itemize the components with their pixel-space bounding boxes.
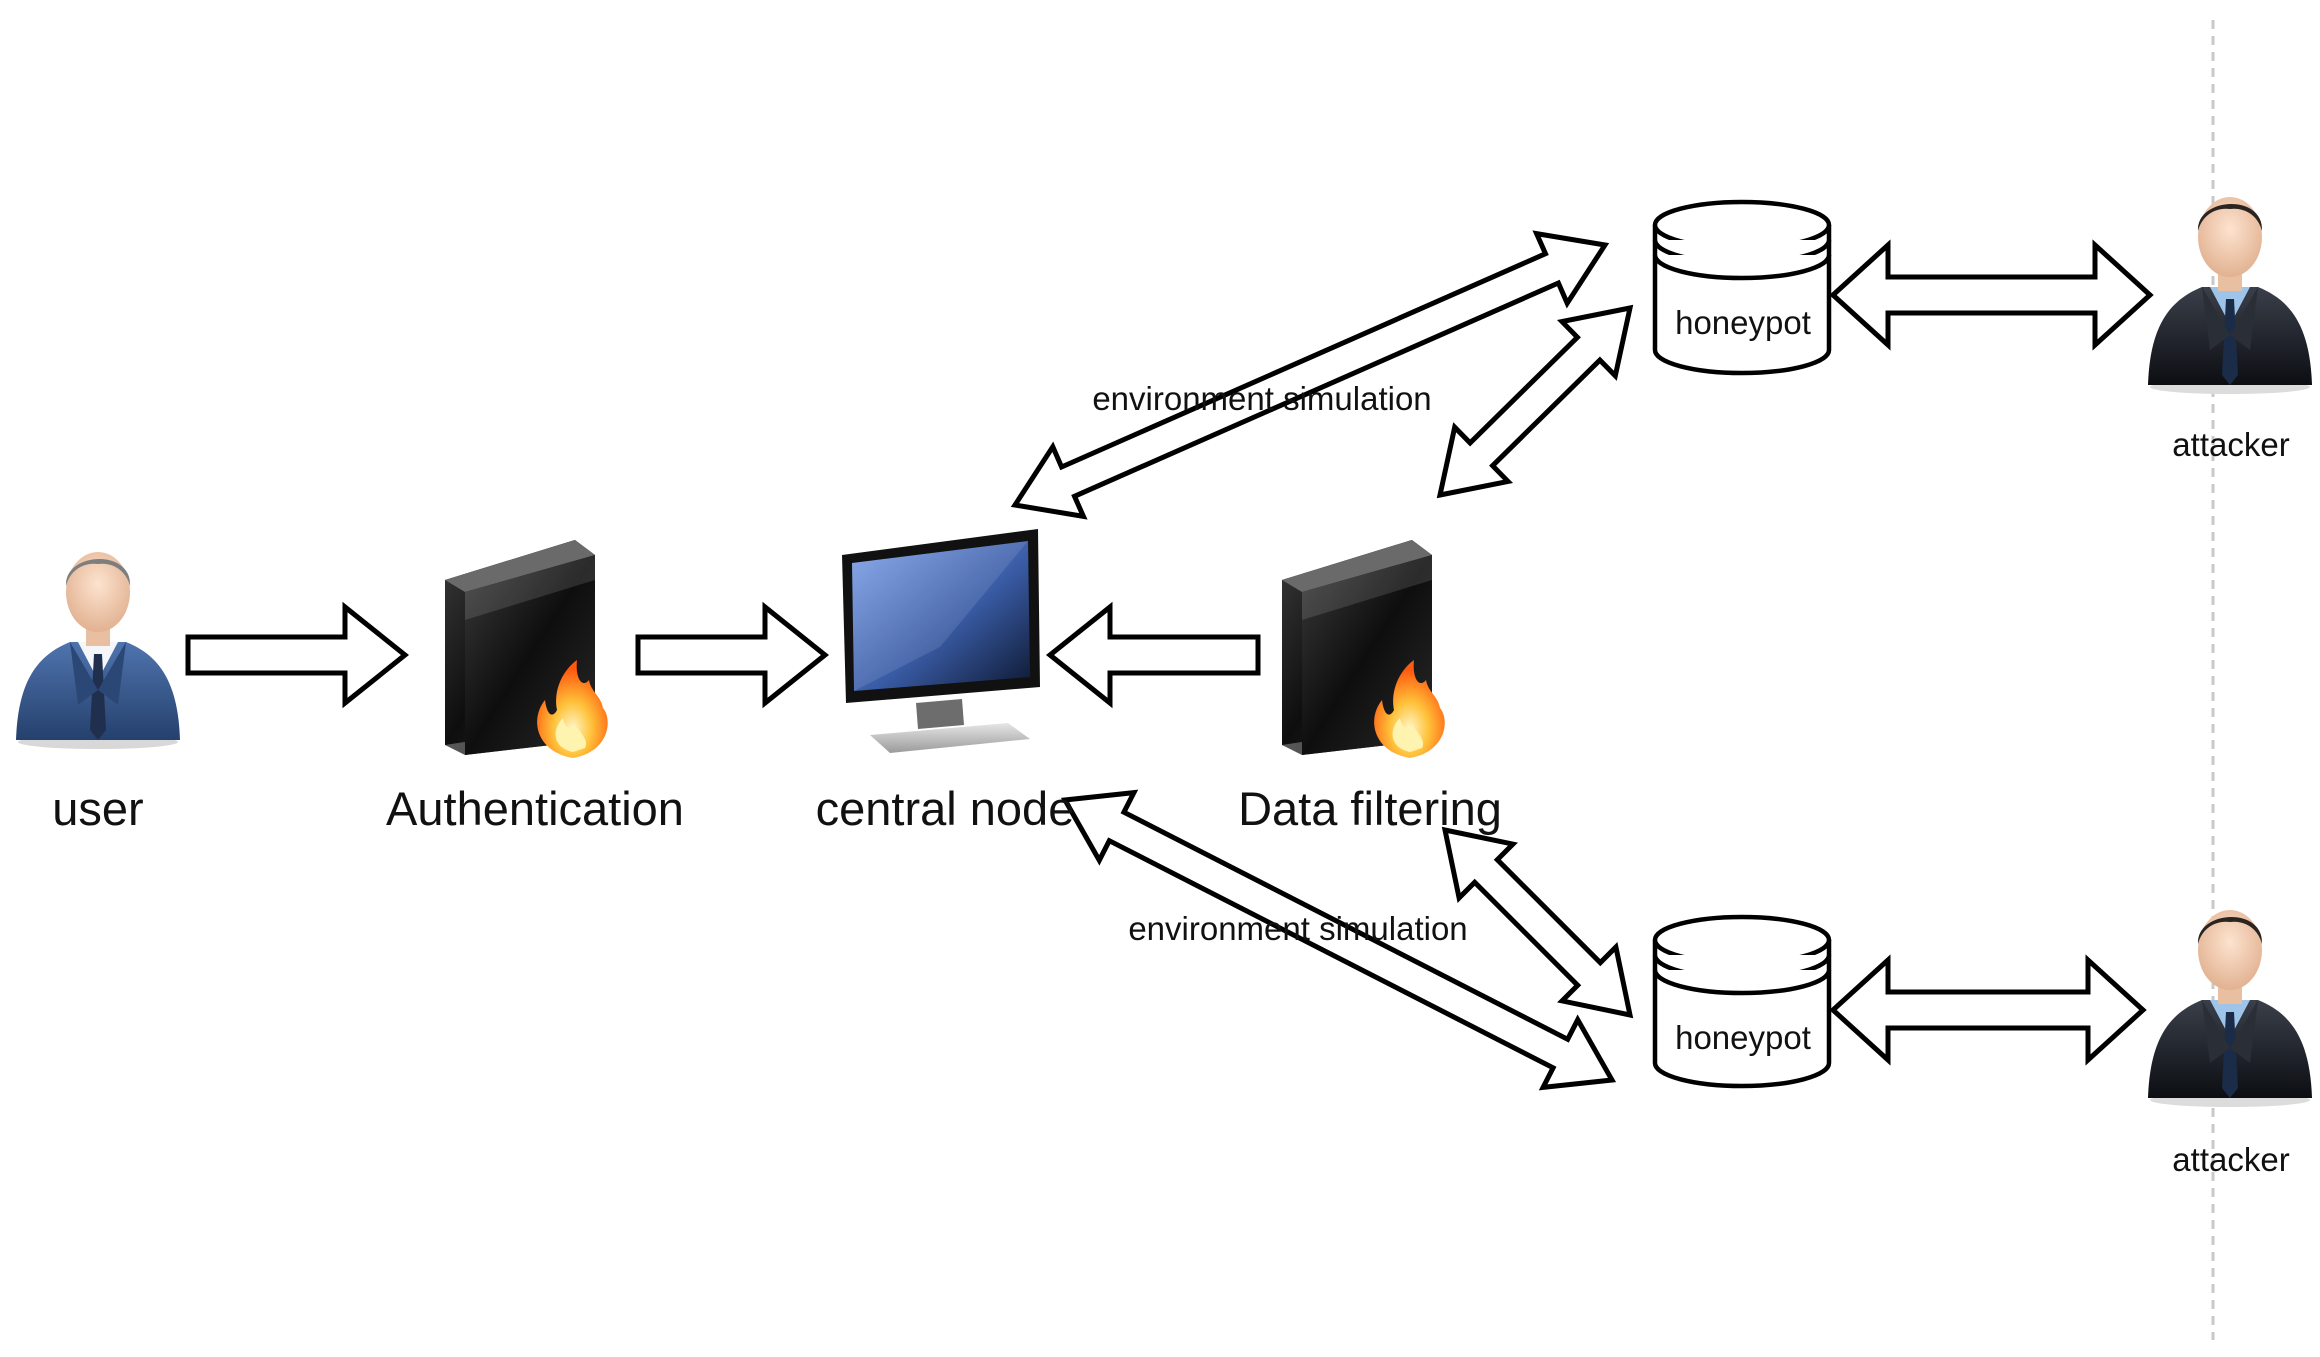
arrow-central-node-honeypot-bottom	[1060, 789, 1617, 1091]
arrow-data-filtering-honeypot-top	[1436, 304, 1634, 499]
user-label: user	[52, 782, 143, 835]
data-filtering-label: Data filtering	[1238, 782, 1502, 835]
arrow-data-filtering-honeypot-bottom	[1441, 826, 1634, 1019]
arrow-data-filtering-to-central-node	[1045, 601, 1261, 709]
attacker-icon	[2148, 910, 2312, 1107]
arrow-honeypot-attacker-bottom	[1829, 954, 2147, 1066]
diagonal-arrows	[1010, 230, 1634, 1091]
central-node-label: central node	[816, 782, 1075, 835]
arrow-honeypot-attacker-top	[1829, 239, 2154, 351]
attacker-label: attacker	[2172, 1141, 2289, 1178]
database-cylinder-icon	[1652, 914, 1832, 1089]
authentication-label: Authentication	[386, 782, 684, 835]
firewall-server-icon	[445, 540, 608, 758]
database-cylinder-icon	[1652, 199, 1832, 376]
user-icon	[16, 552, 180, 749]
edge-label-environment-simulation: environment simulation	[1128, 910, 1467, 947]
arrow-user-to-authentication	[185, 601, 410, 709]
edge-label-environment-simulation: environment simulation	[1092, 380, 1431, 417]
attacker-icon	[2148, 197, 2312, 394]
firewall-server-icon	[1282, 540, 1445, 758]
attacker-label: attacker	[2172, 426, 2289, 463]
monitor-icon	[842, 529, 1040, 753]
arrow-central-node-honeypot-top	[1010, 230, 1610, 520]
honeypot-label: honeypot	[1675, 1019, 1811, 1056]
honeypot-label: honeypot	[1675, 304, 1811, 341]
arrow-authentication-to-central-node	[635, 601, 830, 709]
